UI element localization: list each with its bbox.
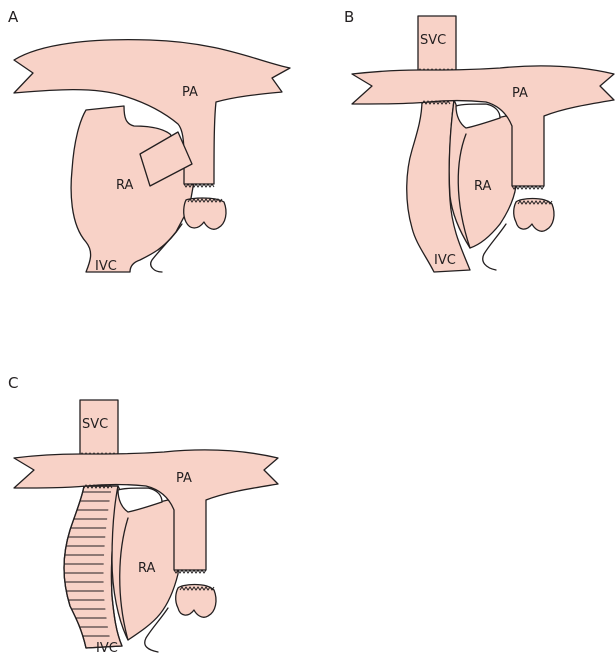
panel-a-pa-label: PA — [182, 85, 198, 100]
panel-b-pa-label: PA — [512, 86, 528, 101]
panel-c-ivc-label: IVC — [96, 641, 118, 654]
panel-b: B SVC PA RA IVC — [344, 8, 614, 272]
panel-b-ra-label: RA — [474, 179, 492, 194]
panel-c: C — [8, 374, 278, 654]
panel-b-label: B — [344, 8, 354, 26]
panel-a-aortic-root — [184, 198, 226, 229]
panel-a-label: A — [8, 8, 19, 26]
panel-c-svc-label: SVC — [82, 417, 108, 432]
panel-c-pa-label: PA — [176, 471, 192, 486]
panel-b-svc-label: SVC — [420, 33, 446, 48]
panel-b-ivc-label: IVC — [434, 253, 456, 268]
panel-a: A PA RA IVC — [8, 8, 290, 274]
panel-a-ivc-label: IVC — [95, 259, 117, 274]
panel-a-ra-label: RA — [116, 178, 134, 193]
panel-c-ra-label: RA — [138, 561, 156, 576]
panel-c-label: C — [8, 374, 18, 392]
panel-a-right-atrium — [71, 106, 196, 272]
